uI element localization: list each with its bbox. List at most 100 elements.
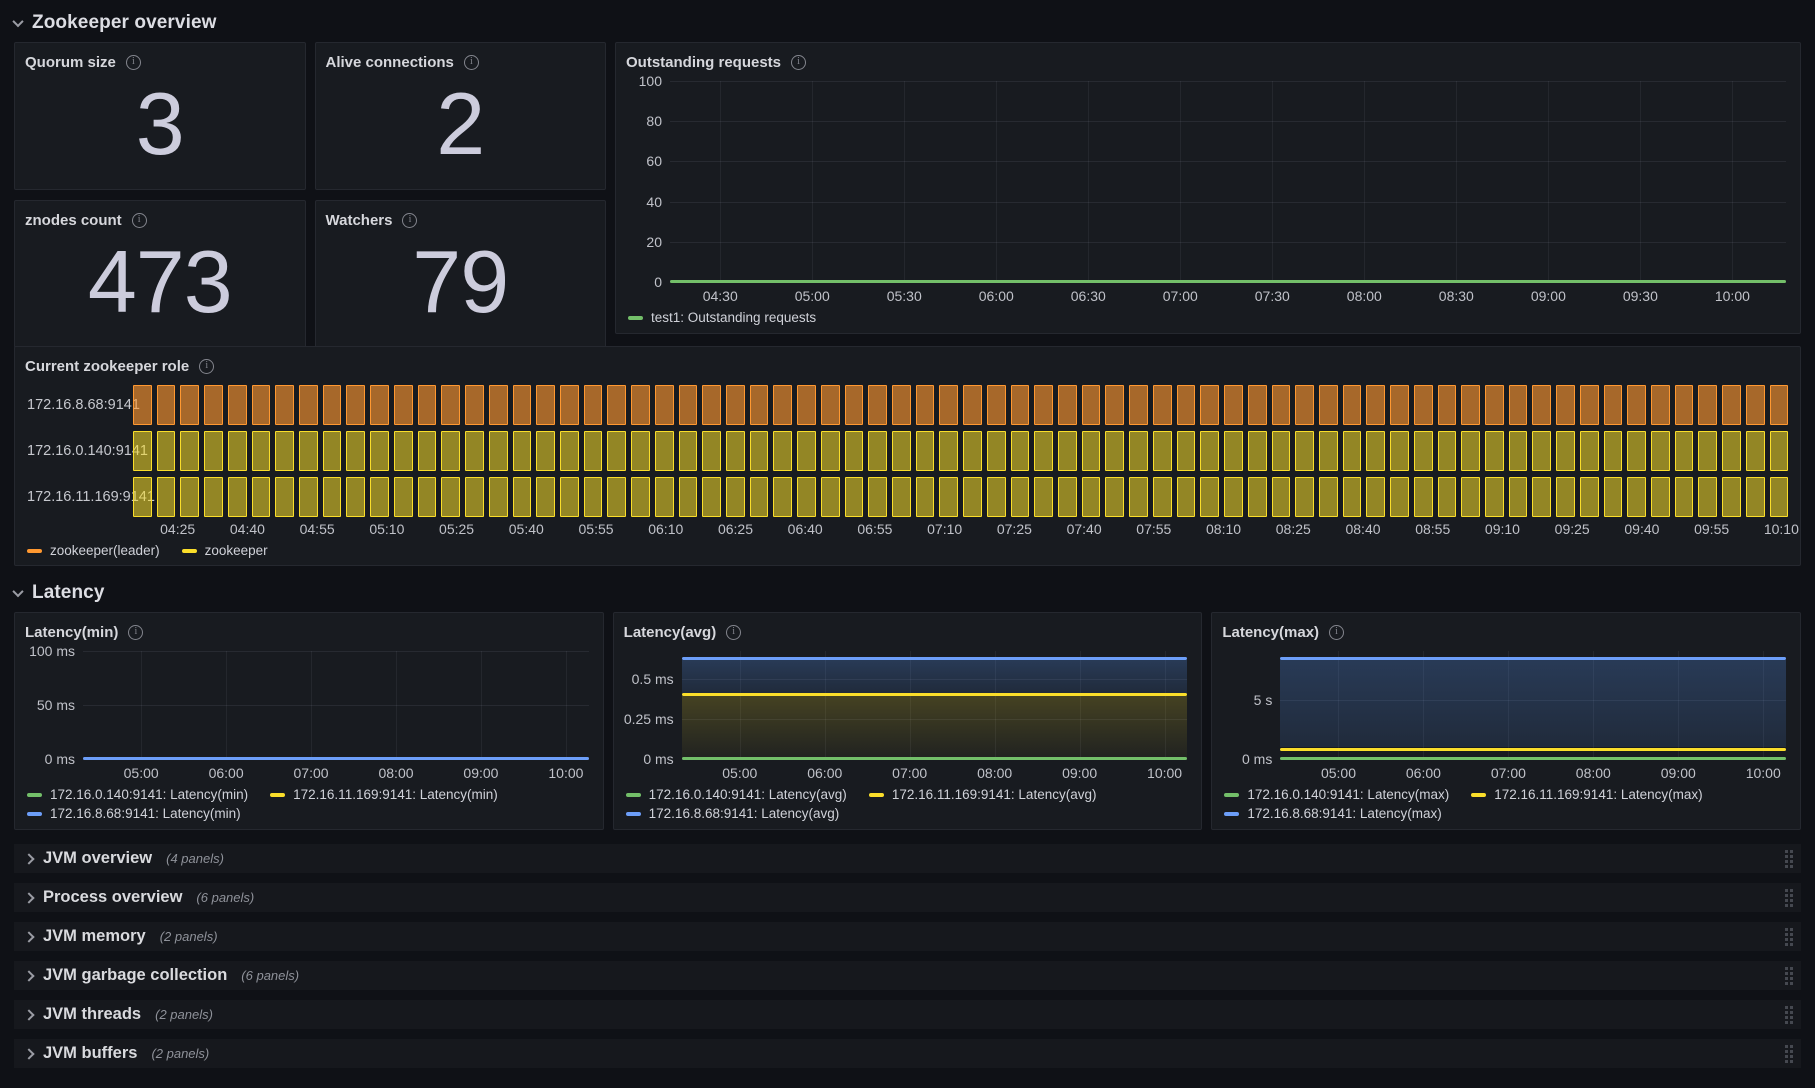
gridline bbox=[1079, 651, 1081, 759]
drag-handle-icon[interactable] bbox=[1783, 848, 1795, 870]
role-state-bar bbox=[1722, 431, 1741, 471]
drag-handle-icon[interactable] bbox=[1783, 1004, 1795, 1026]
row-jvm-memory[interactable]: JVM memory(2 panels) bbox=[14, 922, 1801, 951]
legend-item[interactable]: test1: Outstanding requests bbox=[628, 310, 816, 325]
role-state-bar bbox=[1556, 477, 1575, 517]
row-jvm-overview[interactable]: JVM overview(4 panels) bbox=[14, 844, 1801, 873]
legend-item[interactable]: zookeeper(leader) bbox=[27, 543, 160, 558]
legend-item[interactable]: 172.16.8.68:9141: Latency(max) bbox=[1224, 806, 1442, 821]
drag-handle-icon[interactable] bbox=[1783, 1043, 1795, 1065]
x-tick-label: 04:40 bbox=[229, 521, 265, 537]
panel-title: Latency(max) bbox=[1222, 623, 1320, 641]
role-state-bar bbox=[1152, 477, 1172, 517]
role-state-bar bbox=[1105, 477, 1125, 517]
row-jvm-garbage-collection[interactable]: JVM garbage collection(6 panels) bbox=[14, 961, 1801, 990]
gridline bbox=[824, 651, 826, 759]
role-track[interactable] bbox=[133, 477, 1789, 517]
role-state-bar bbox=[607, 431, 627, 471]
role-state-bar bbox=[892, 431, 911, 471]
role-state-bar bbox=[773, 477, 793, 517]
row-title: JVM overview bbox=[43, 849, 153, 867]
drag-handle-icon[interactable] bbox=[1783, 926, 1795, 948]
legend-color-icon bbox=[625, 792, 641, 797]
legend-item[interactable]: 172.16.8.68:9141: Latency(avg) bbox=[625, 806, 839, 821]
role-state-bar bbox=[631, 385, 650, 425]
role-state-bar bbox=[536, 385, 555, 425]
series-area-blue bbox=[1280, 660, 1786, 747]
info-icon[interactable] bbox=[1329, 624, 1345, 640]
info-icon[interactable] bbox=[131, 212, 147, 228]
role-track[interactable] bbox=[133, 385, 1789, 425]
drag-handle-icon[interactable] bbox=[1783, 965, 1795, 987]
legend-item[interactable]: 172.16.11.169:9141: Latency(max) bbox=[1471, 787, 1703, 802]
gridline bbox=[226, 651, 228, 759]
info-icon[interactable] bbox=[402, 212, 418, 228]
info-icon[interactable] bbox=[726, 624, 742, 640]
info-icon[interactable] bbox=[463, 54, 479, 70]
role-state-bar bbox=[1484, 477, 1504, 517]
role-state-bar bbox=[346, 431, 366, 471]
role-state-bar bbox=[322, 431, 342, 471]
stat-panel-alive-connections: Alive connections2 bbox=[314, 42, 606, 190]
x-tick-label: 07:40 bbox=[1066, 521, 1102, 537]
role-state-bar bbox=[1532, 385, 1552, 425]
role-state-bar bbox=[370, 431, 389, 471]
info-icon[interactable] bbox=[125, 54, 141, 70]
chevron-down-icon bbox=[12, 585, 24, 598]
legend-item[interactable]: 172.16.0.140:9141: Latency(max) bbox=[1224, 787, 1449, 802]
series-area-blue bbox=[681, 660, 1188, 693]
role-state-bar bbox=[156, 477, 176, 517]
row-jvm-buffers[interactable]: JVM buffers(2 panels) bbox=[14, 1039, 1801, 1068]
role-state-bar bbox=[1390, 477, 1409, 517]
info-icon[interactable] bbox=[128, 624, 144, 640]
legend-item[interactable]: zookeeper bbox=[181, 543, 268, 558]
drag-handle-icon[interactable] bbox=[1783, 887, 1795, 909]
drag-dot bbox=[1790, 898, 1793, 902]
x-tick-label: 09:00 bbox=[1062, 765, 1098, 781]
gridline bbox=[720, 81, 722, 282]
x-tick-label: 07:55 bbox=[1136, 521, 1172, 537]
role-track[interactable] bbox=[133, 431, 1789, 471]
role-state-bar bbox=[299, 477, 318, 517]
role-state-bar bbox=[1745, 477, 1765, 517]
info-icon[interactable] bbox=[199, 358, 215, 374]
gridline bbox=[1508, 651, 1510, 759]
x-tick-label: 08:10 bbox=[1206, 521, 1242, 537]
legend-item[interactable]: 172.16.11.169:9141: Latency(avg) bbox=[868, 787, 1096, 802]
gridline bbox=[311, 651, 313, 759]
legend-color-icon bbox=[628, 315, 643, 320]
role-state-bar bbox=[1200, 385, 1220, 425]
row-process-overview[interactable]: Process overview(6 panels) bbox=[14, 883, 1801, 912]
row-jvm-threads[interactable]: JVM threads(2 panels) bbox=[14, 1000, 1801, 1029]
y-tick-label: 0 ms bbox=[1241, 751, 1273, 767]
gridline bbox=[1732, 81, 1734, 282]
role-state-bar bbox=[702, 477, 721, 517]
section-header-zookeeper-overview[interactable]: Zookeeper overview bbox=[12, 8, 1801, 38]
legend-item[interactable]: 172.16.8.68:9141: Latency(min) bbox=[27, 806, 241, 821]
role-state-bar bbox=[1081, 477, 1101, 517]
role-state-bar bbox=[1176, 477, 1196, 517]
role-state-bar bbox=[915, 431, 935, 471]
series-line-outstanding bbox=[670, 280, 1786, 283]
gridline bbox=[1338, 651, 1340, 759]
role-state-bar bbox=[275, 385, 295, 425]
role-state-bar bbox=[299, 385, 318, 425]
role-state-bar bbox=[1366, 477, 1386, 517]
role-state-bar bbox=[393, 431, 413, 471]
role-state-bar bbox=[1129, 431, 1148, 471]
legend-color-icon bbox=[27, 792, 42, 797]
panel-latency-avg: Latency(avg) 0.5 ms0.25 ms0 ms 05:0006:0… bbox=[612, 612, 1203, 830]
drag-dot bbox=[1790, 927, 1793, 931]
x-tick-label: 08:30 bbox=[1438, 288, 1474, 304]
legend-item[interactable]: 172.16.11.169:9141: Latency(min) bbox=[270, 787, 498, 802]
legend-item[interactable]: 172.16.0.140:9141: Latency(min) bbox=[27, 787, 248, 802]
info-icon[interactable] bbox=[791, 54, 807, 70]
legend-item[interactable]: 172.16.0.140:9141: Latency(avg) bbox=[625, 787, 847, 802]
section-header-latency[interactable]: Latency bbox=[12, 578, 1801, 608]
